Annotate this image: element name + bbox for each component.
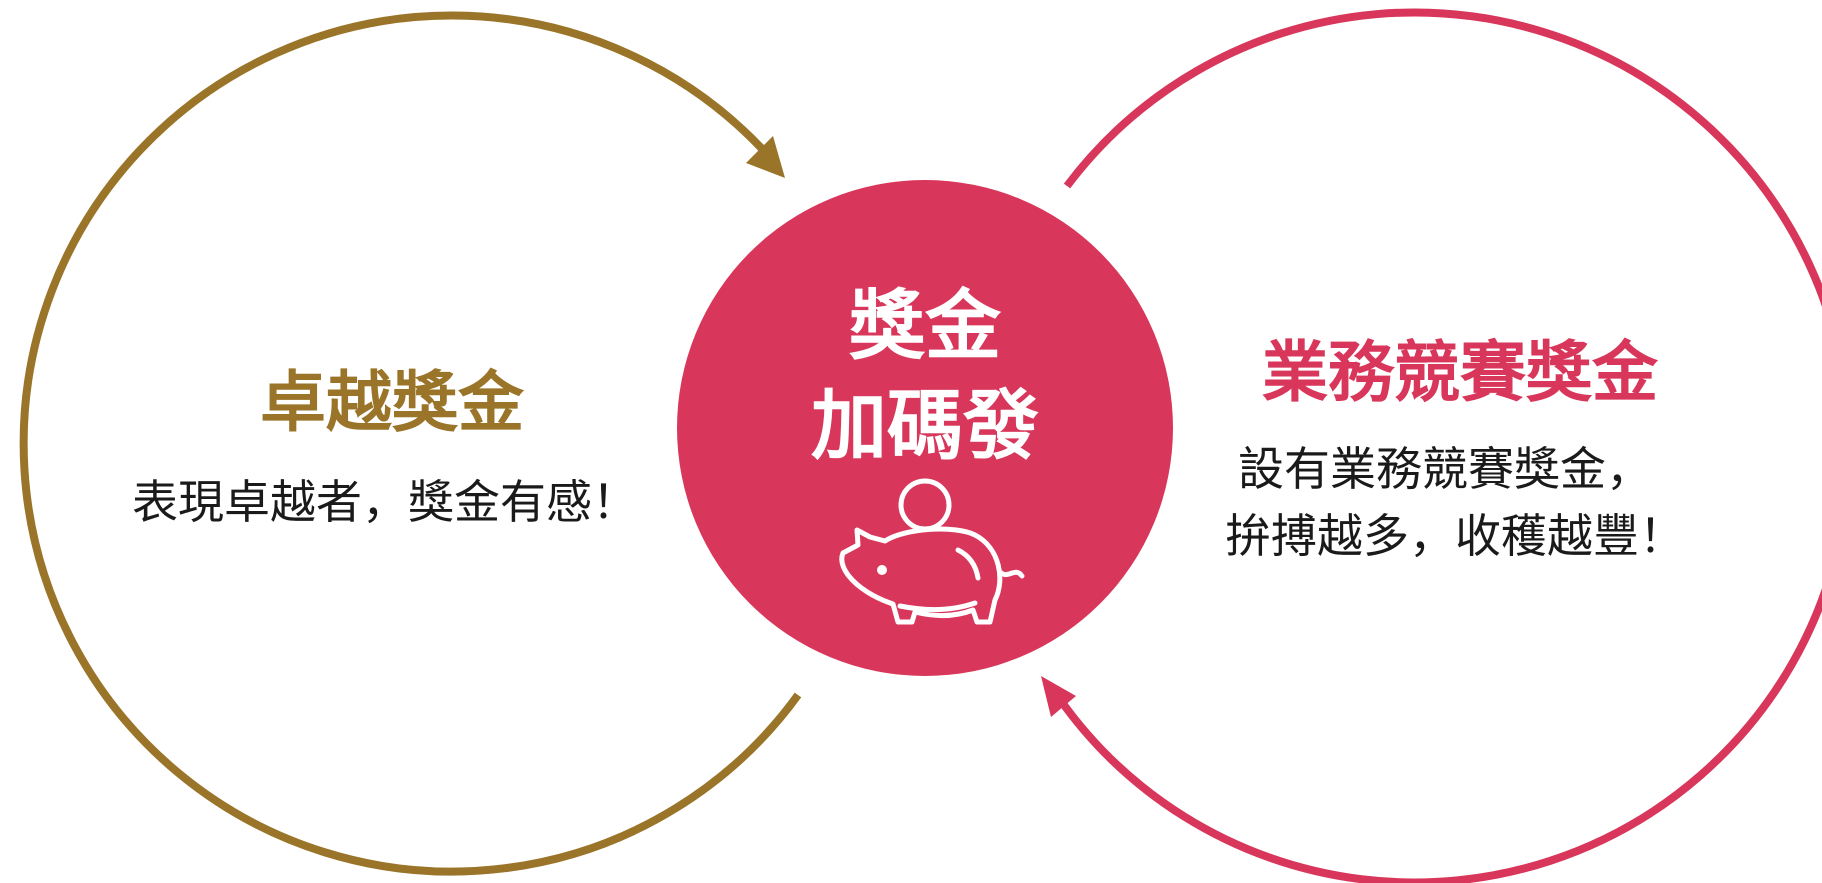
center-title-line2: 加碼發: [811, 381, 1039, 470]
left-cycle-arc-main: [19, 11, 802, 876]
right-description-line1: 設有業務競賽獎金，: [1238, 442, 1652, 496]
left-title: 卓越獎金: [260, 364, 525, 441]
left-cycle-arrowhead: [746, 136, 785, 178]
right-title: 業務競賽獎金: [1262, 334, 1659, 411]
left-description: 表現卓越者，獎金有感！: [132, 475, 638, 529]
right-cycle-arc-main: [1055, 8, 1822, 883]
piggy-bank-icon: [839, 478, 1025, 625]
right-cycle-arrowhead: [1041, 676, 1076, 717]
center-title-line1: 獎金: [849, 281, 1002, 370]
center-bonus-circle: [677, 180, 1173, 676]
right-description-line2: 拚搏越多，收穫越豐！: [1225, 509, 1685, 563]
